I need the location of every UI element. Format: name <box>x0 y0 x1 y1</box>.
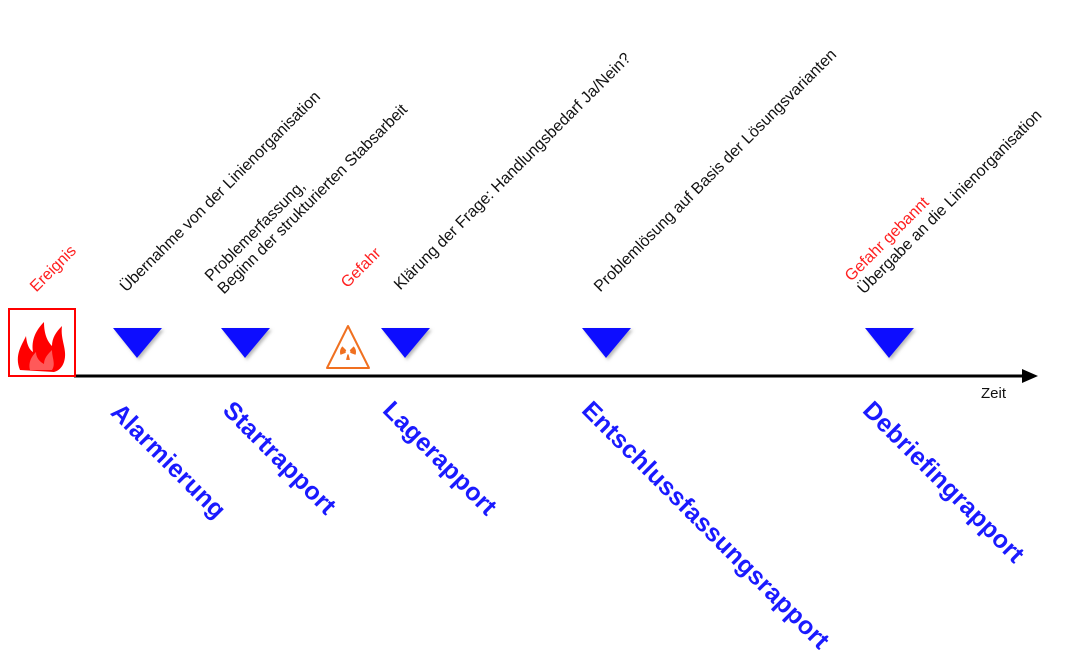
radiation-hazard-icon <box>326 325 370 369</box>
phase-marker-debriefingrapport <box>865 328 914 358</box>
time-axis-arrowhead <box>1022 369 1038 383</box>
phase-marker-entschlussfassungsrapport <box>582 328 631 358</box>
phase-marker-lagerapport <box>381 328 430 358</box>
phase-marker-startrapport <box>221 328 270 358</box>
axis-label-zeit: Zeit <box>981 385 1007 402</box>
phase-marker-alarmierung <box>113 328 162 358</box>
fire-icon <box>8 308 76 377</box>
